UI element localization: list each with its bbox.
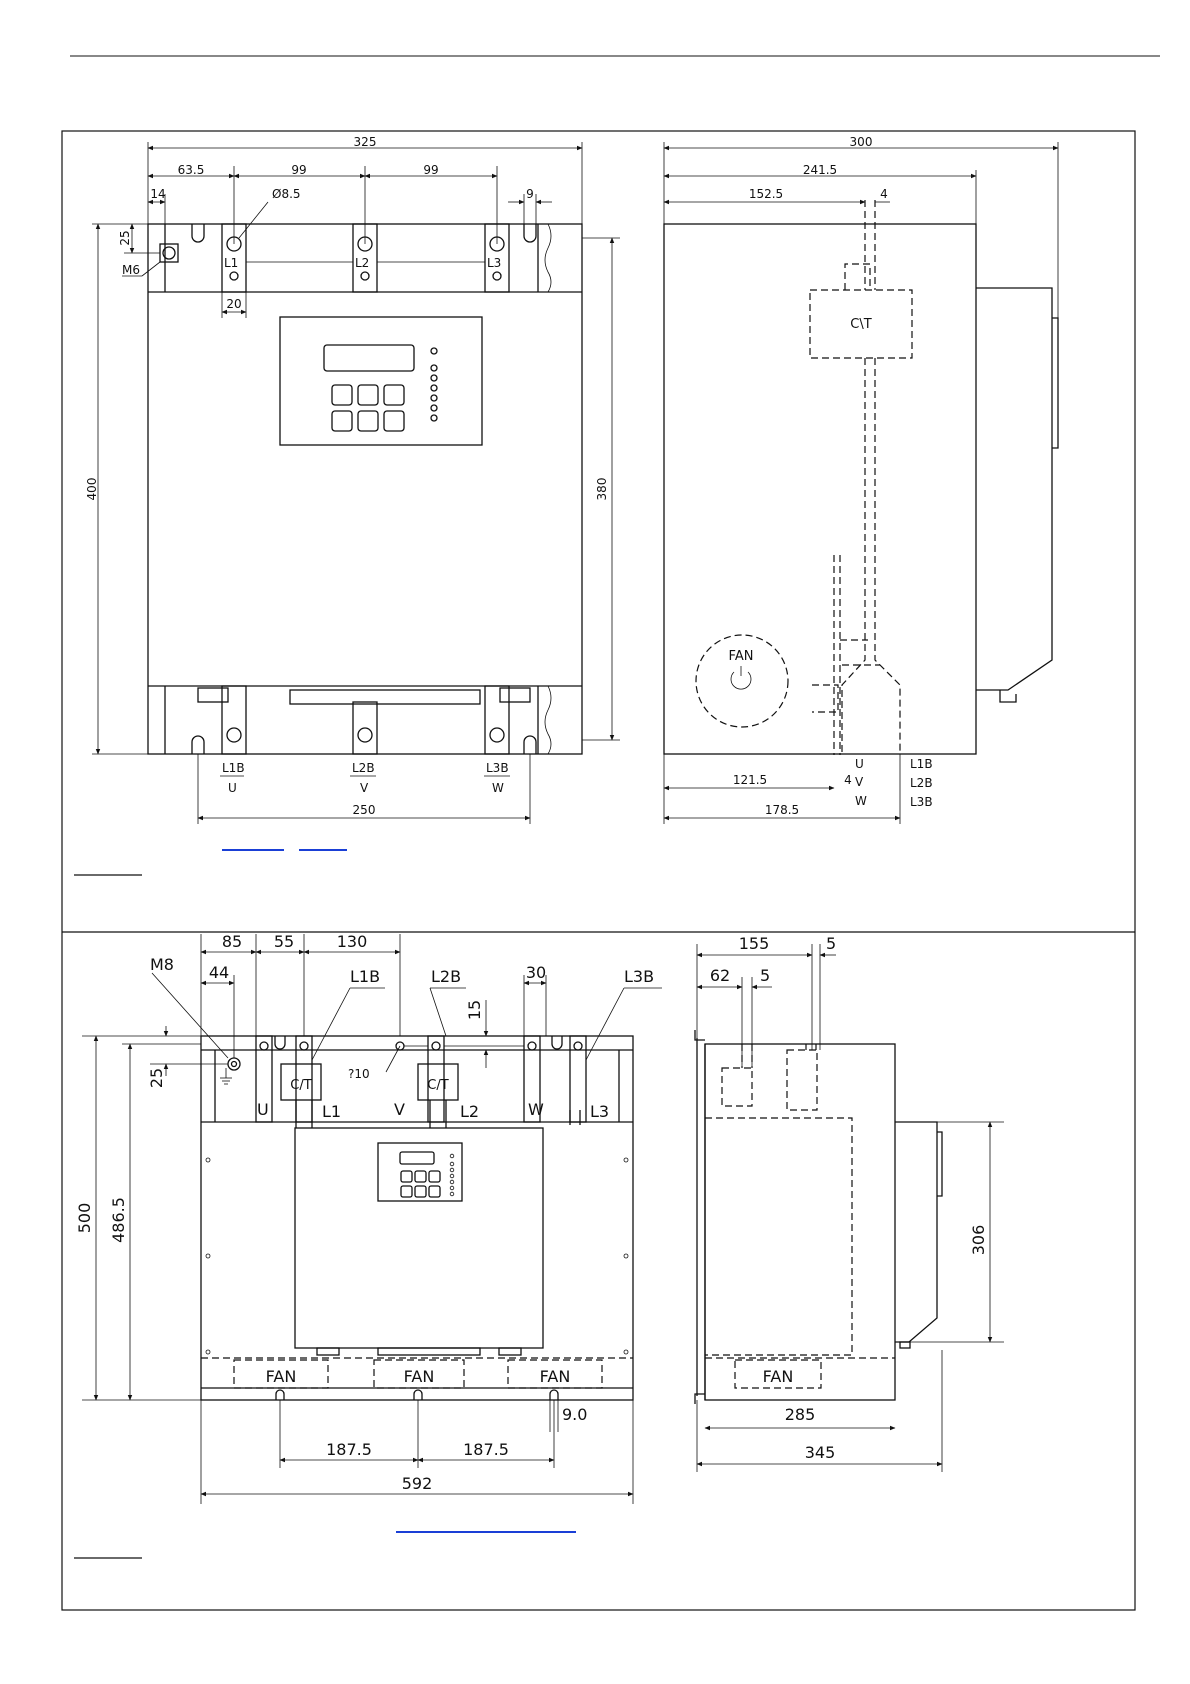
d1-hole-label: Ø8.5 bbox=[272, 187, 301, 201]
d2-hole-label: ?10 bbox=[348, 1067, 370, 1081]
d2-side-d5b-label: 5 bbox=[760, 966, 770, 985]
d2-phase-u: U bbox=[257, 1100, 269, 1119]
d1-side-d2-label: 152.5 bbox=[749, 187, 783, 201]
d1-width-label: 325 bbox=[354, 135, 377, 149]
d2-ct-1: C/T bbox=[290, 1078, 311, 1093]
drawing1-display bbox=[324, 345, 414, 371]
d2-d55-label: 55 bbox=[274, 932, 294, 951]
d2-side-d155-label: 155 bbox=[739, 934, 770, 953]
d1-term-l1: L1 bbox=[224, 256, 238, 270]
d2-h486-label: 486.5 bbox=[109, 1197, 128, 1243]
d1-side-small-label: 4 bbox=[844, 773, 852, 787]
drawing1-control-panel bbox=[280, 317, 482, 445]
d1-term-l3b: L3B bbox=[486, 761, 509, 775]
d2-side-d5a-label: 5 bbox=[826, 934, 836, 953]
d2-h500-label: 500 bbox=[75, 1203, 94, 1234]
d2-b1-label: 187.5 bbox=[326, 1440, 372, 1459]
d1-height-label: 400 bbox=[85, 478, 99, 501]
drawing2-front-view: C/T C/T U V W L1 L2 L3 bbox=[75, 932, 662, 1504]
d1-term-l3: L3 bbox=[487, 256, 501, 270]
d1-side-bottom2-label: 178.5 bbox=[765, 803, 799, 817]
d1-term-u: U bbox=[228, 781, 237, 795]
d2-ct-2: C/T bbox=[427, 1078, 448, 1093]
d2-d44-label: 44 bbox=[209, 963, 229, 982]
d2-d15-label: 15 bbox=[465, 1000, 484, 1020]
d1-term-l2: L2 bbox=[355, 256, 369, 270]
d1-side-line-l2b: L2B bbox=[910, 776, 933, 790]
d2-d85-label: 85 bbox=[222, 932, 242, 951]
d2-width-label: 592 bbox=[402, 1474, 433, 1493]
d2-phase-v: V bbox=[394, 1100, 405, 1119]
d1-side-line-l3b: L3B bbox=[910, 795, 933, 809]
d1-term-v: V bbox=[360, 781, 369, 795]
d1-side-phase-w: W bbox=[855, 794, 867, 808]
d2-b2-label: 187.5 bbox=[463, 1440, 509, 1459]
d2-d130-label: 130 bbox=[337, 932, 368, 951]
d2-side-d62-label: 62 bbox=[710, 966, 730, 985]
d1-top-offset-label: 25 bbox=[118, 230, 132, 245]
d2-phase-w: W bbox=[528, 1100, 544, 1119]
d2-line-l3b: L3B bbox=[624, 967, 654, 986]
d1-screw-label: M6 bbox=[122, 263, 140, 277]
d1-edge-label: 14 bbox=[150, 187, 165, 201]
d1-side-d1-label: 241.5 bbox=[803, 163, 837, 177]
d2-side-fan-label: FAN bbox=[763, 1367, 794, 1386]
d1-term-w: W bbox=[492, 781, 504, 795]
d2-line-l1b: L1B bbox=[350, 967, 380, 986]
d1-term-l1b: L1B bbox=[222, 761, 245, 775]
drawing1-front-view: 325 63.5 99 99 14 9 Ø8.5 20 400 25 bbox=[85, 135, 620, 824]
d2-term-l2: L2 bbox=[460, 1102, 479, 1121]
d1-seg1-label: 63.5 bbox=[178, 163, 205, 177]
d2-d30-label: 30 bbox=[526, 963, 546, 982]
d1-seg3-label: 99 bbox=[423, 163, 438, 177]
d2-term-l3: L3 bbox=[590, 1102, 609, 1121]
d1-term-l2b: L2B bbox=[352, 761, 375, 775]
d2-screw-label: M8 bbox=[150, 955, 174, 974]
d1-tab-label: 20 bbox=[226, 297, 241, 311]
d2-side-d345-label: 345 bbox=[805, 1443, 836, 1462]
d1-side-phase-v: V bbox=[855, 775, 864, 789]
d2-side-h306-label: 306 bbox=[969, 1225, 988, 1256]
d1-side-bottom1-label: 121.5 bbox=[733, 773, 767, 787]
d1-side-line-l1b: L1B bbox=[910, 757, 933, 771]
d1-slot-label: 9 bbox=[526, 187, 534, 201]
d2-line-l2b: L2B bbox=[431, 967, 461, 986]
d1-seg2-label: 99 bbox=[291, 163, 306, 177]
d1-side-width-label: 300 bbox=[850, 135, 873, 149]
d1-side-d3-label: 4 bbox=[880, 187, 888, 201]
d2-fan-2: FAN bbox=[404, 1367, 435, 1386]
drawing1-side-view: C\T FAN 300 241.5 152.5 4 121.5 178.5 4 … bbox=[664, 135, 1058, 824]
d2-fan-3: FAN bbox=[540, 1367, 571, 1386]
d2-fan-1: FAN bbox=[266, 1367, 297, 1386]
d1-side-ct-label: C\T bbox=[850, 317, 871, 332]
d1-bottom-span-label: 250 bbox=[353, 803, 376, 817]
d2-slot-label: 9.0 bbox=[562, 1405, 587, 1424]
d1-inner-height-label: 380 bbox=[595, 478, 609, 501]
drawing2-side-view: FAN 155 5 62 5 306 285 345 bbox=[695, 934, 1004, 1472]
d2-d25-label: 25 bbox=[147, 1068, 166, 1088]
d1-side-fan-label: FAN bbox=[729, 649, 754, 664]
d2-side-d285-label: 285 bbox=[785, 1405, 816, 1424]
d2-term-l1: L1 bbox=[322, 1102, 341, 1121]
d1-side-phase-u: U bbox=[855, 757, 864, 771]
